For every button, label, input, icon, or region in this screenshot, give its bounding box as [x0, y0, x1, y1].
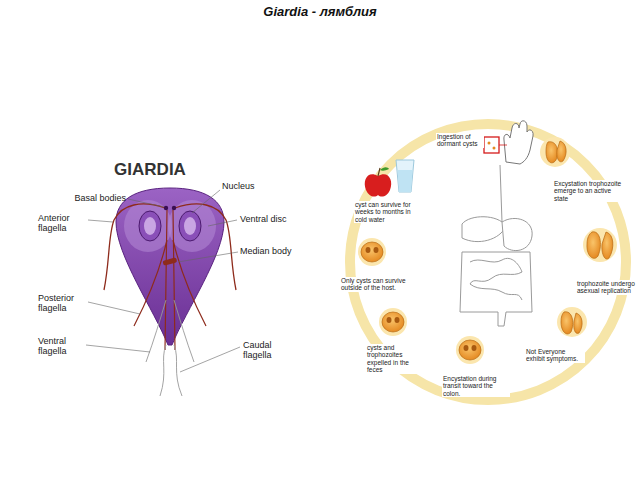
cycle-ring: [350, 124, 626, 400]
page-title: Giardia - лямблия: [0, 5, 640, 20]
figure-heading: GIARDIA: [100, 160, 200, 180]
part-label: Ventral disc: [240, 214, 310, 224]
stage-note: Excystation trophozoite emerge to an act…: [553, 180, 623, 202]
hand-icon: [484, 121, 533, 164]
digestive-system: [460, 165, 532, 326]
stage-note: cysts and trophozoites expelled in the f…: [366, 344, 426, 374]
stage-note: trophozoite undergo asexual replication: [576, 280, 636, 295]
part-label: Basal bodies: [62, 193, 126, 203]
stage-note: Not Everyone exhibit symptoms.: [525, 348, 585, 363]
part-label: Ventral flagella: [38, 336, 84, 357]
cyst-icon: [456, 336, 484, 364]
cyst-icon: [379, 308, 407, 336]
stage-note: Ingestion of dormant cysts: [436, 133, 484, 148]
symptoms-icon: [557, 307, 587, 337]
part-label: Nucleus: [222, 181, 272, 191]
excystation-icon: [540, 137, 570, 167]
replication-icon: [583, 228, 617, 262]
part-label: Posterior flagella: [38, 293, 86, 314]
stage-note: cyst can survive for weeks to months in …: [354, 201, 416, 223]
stage-note: Encystation during transit toward the co…: [442, 375, 510, 397]
leader-lines: [86, 190, 240, 372]
part-label: Caudal flagella: [243, 340, 291, 361]
giardia-figure: [104, 188, 236, 396]
part-label: Median body: [240, 246, 310, 256]
water-glass-icon: [396, 160, 414, 192]
apple-icon: [365, 167, 392, 196]
part-label: Anterior flagella: [38, 213, 86, 234]
stage-note: Only cysts can survive outside of the ho…: [340, 277, 414, 292]
cyst-icon: [358, 238, 386, 266]
